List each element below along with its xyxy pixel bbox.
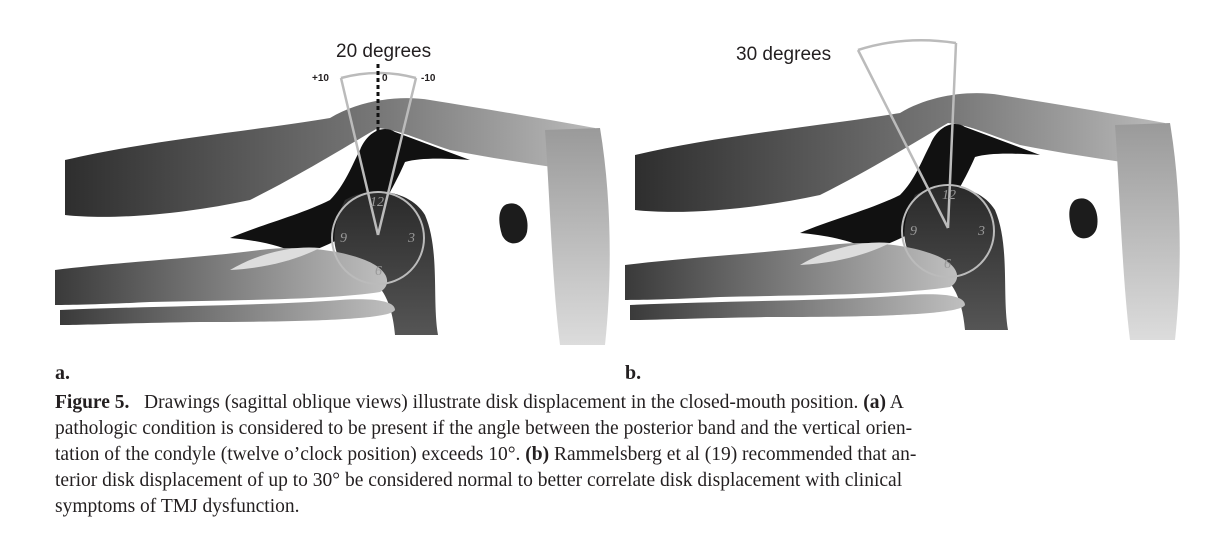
caption-text: tation of the condyle (twelve o’clock po… xyxy=(55,444,521,465)
panel-b-label: b. xyxy=(625,362,642,384)
angle-title: 30 degrees xyxy=(736,44,831,65)
clock-12: 12 xyxy=(370,195,384,210)
caption-b-marker: (b) xyxy=(525,444,550,465)
caption-text: A xyxy=(889,392,904,413)
caption-line: symptoms of TMJ dysfunction. xyxy=(55,496,300,517)
caption-text: Drawings (sagittal oblique views) illust… xyxy=(144,392,859,413)
clock-6: 6 xyxy=(944,257,951,272)
caption-line: terior disk displacement of up to 30° be… xyxy=(55,470,903,491)
clock-3: 3 xyxy=(407,231,415,246)
panel-a-label: a. xyxy=(55,362,70,384)
tick-minus10: -10 xyxy=(421,73,436,84)
caption-text: Rammelsberg et al (19) recommended that … xyxy=(553,444,917,465)
angle-fan xyxy=(856,38,958,229)
figure-number: Figure 5. xyxy=(55,392,130,413)
clock-circle xyxy=(901,184,995,278)
tick-0: 0 xyxy=(382,73,388,84)
figure-caption: Figure 5. Drawings (sagittal oblique vie… xyxy=(55,390,1195,520)
panel-b-drawing: 30 degrees 12 3 6 9 xyxy=(625,38,1180,340)
clock-12: 12 xyxy=(942,188,956,203)
angle-title: 20 degrees xyxy=(336,41,431,62)
figure-drawings: 20 degrees +10 0 -10 12 3 6 9 30 degrees… xyxy=(55,38,1180,345)
panel-a-drawing: 20 degrees +10 0 -10 12 3 6 9 xyxy=(55,41,610,345)
tick-plus10: +10 xyxy=(312,73,329,84)
clock-6: 6 xyxy=(375,264,382,279)
caption-a-marker: (a) xyxy=(863,392,886,413)
clock-3: 3 xyxy=(977,224,985,239)
caption-line: pathologic condition is considered to be… xyxy=(55,418,913,439)
clock-circle xyxy=(331,191,425,285)
clock-9: 9 xyxy=(910,224,917,239)
clock-9: 9 xyxy=(340,231,347,246)
